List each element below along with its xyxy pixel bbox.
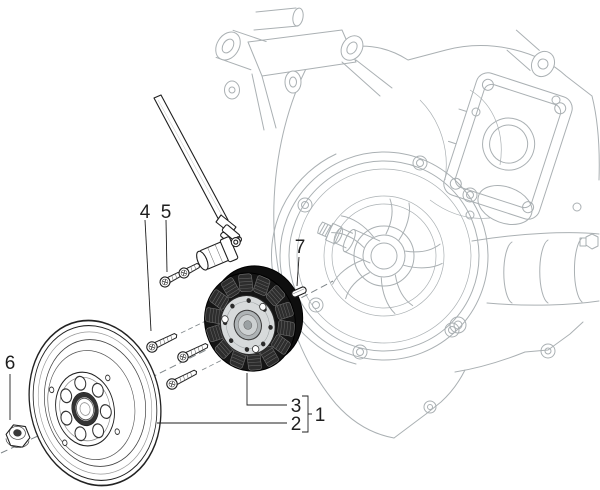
callout-7: 7 (295, 237, 306, 258)
flywheel-housing (271, 151, 489, 365)
mounting-screw-long (144, 329, 180, 355)
callout-2: 2 (291, 414, 302, 435)
flywheel-rotor (28, 319, 162, 487)
leader-bracket-1 (302, 395, 312, 433)
flywheel-hub (48, 371, 120, 447)
mounting-screw-long (164, 366, 200, 392)
leader-line-4 (144, 219, 152, 332)
callout-5: 5 (161, 202, 172, 223)
woodruff-key (291, 286, 307, 298)
leader-line-7 (296, 256, 300, 287)
starter-cylinder (471, 232, 600, 306)
leader-line-5 (165, 219, 168, 273)
crankcase-assembly (215, 7, 600, 439)
callouts: 4 5 7 6 3 2 1 (5, 202, 326, 435)
leader-line-3 (246, 373, 287, 406)
flange-nut (5, 424, 31, 448)
pickup-connector (196, 236, 241, 271)
callout-3: 3 (291, 396, 302, 417)
engine-mount-bracket (215, 7, 393, 131)
stator-core-face (220, 295, 276, 356)
leader-lines (9, 219, 312, 433)
callout-1: 1 (315, 405, 326, 426)
cylinder-face (443, 72, 573, 220)
case-ribs (419, 89, 582, 414)
callout-6: 6 (5, 353, 16, 374)
callout-4: 4 (140, 202, 151, 223)
stator-assembly (204, 265, 304, 372)
upper-bushing (506, 29, 556, 78)
mounting-screw-long (175, 339, 211, 365)
crankshaft-stub (317, 221, 381, 264)
